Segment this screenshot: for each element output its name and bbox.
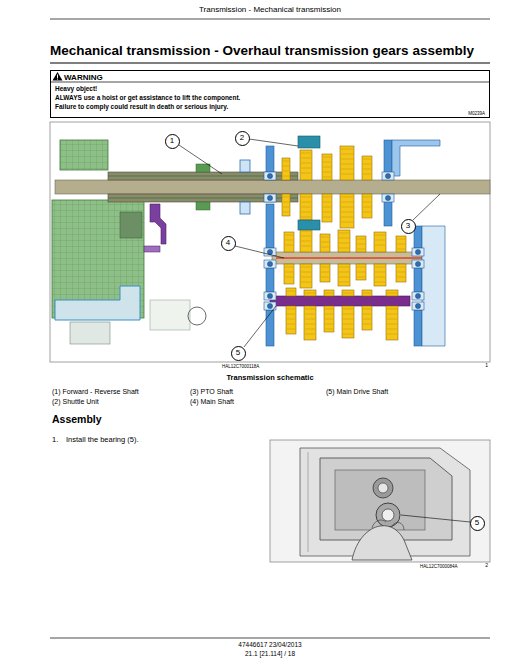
callout-circle: 1	[165, 134, 180, 149]
warning-icon	[57, 75, 58, 79]
part-legend: (1) Forward - Reverse Shaft	[52, 388, 139, 396]
assembly-photo	[270, 440, 490, 562]
figure-code: HAL12C7000084A	[420, 564, 458, 569]
figure-code: HAL12C7000118A	[222, 364, 259, 369]
figure-frame	[50, 122, 490, 362]
running-header: Transmission - Mechanical transmission	[199, 5, 341, 14]
warning-text: Failure to comply could result in death …	[55, 103, 228, 110]
callout-circle: 4	[221, 236, 236, 251]
callout-number: 1	[170, 136, 174, 145]
callout-circle: 3	[401, 219, 416, 234]
header-rule	[50, 19, 490, 20]
figure-number: 1	[485, 363, 488, 369]
callout-number: 5	[236, 348, 240, 357]
callout-circle: 2	[235, 131, 250, 146]
warning-text: Heavy object!	[55, 85, 97, 92]
page-number: 21.1 [21.114] / 18	[245, 650, 295, 657]
part-legend: (5) Main Drive Shaft	[326, 388, 388, 396]
figure-number: 2	[485, 563, 488, 569]
section-heading: Assembly	[52, 413, 102, 425]
title-rule	[50, 62, 490, 63]
callout-circle: 5	[231, 346, 246, 361]
page-title: Mechanical transmission - Overhaul trans…	[50, 43, 474, 59]
step-text: Install the bearing (5).	[66, 436, 139, 445]
callout-number: 3	[406, 221, 410, 230]
warning-icon	[57, 79, 58, 80]
transmission-schematic	[52, 136, 490, 347]
callout-circle: 5	[470, 516, 485, 531]
callout-number: 2	[240, 133, 244, 142]
document-number: 47446617 23/04/2013	[238, 641, 301, 648]
warning-box: WARNING Heavy object! ALWAYS use a hoist o…	[50, 70, 490, 118]
part-legend: (2) Shuttle Unit	[52, 398, 99, 406]
step-number: 1.	[52, 436, 58, 445]
callout-number: 4	[226, 238, 230, 247]
warning-heading: WARNING	[64, 73, 103, 82]
part-legend: (3) PTO Shaft	[190, 388, 233, 396]
warning-text: ALWAYS use a hoist or get assistance to …	[55, 94, 240, 101]
warning-rule	[50, 82, 490, 83]
warning-code: M0239A	[468, 111, 485, 116]
warning-icon	[53, 72, 63, 81]
part-legend: (4) Main Shaft	[190, 398, 234, 406]
footer-rule	[50, 638, 490, 639]
callout-number: 5	[475, 518, 479, 527]
figure-caption: Transmission schematic	[226, 374, 313, 383]
